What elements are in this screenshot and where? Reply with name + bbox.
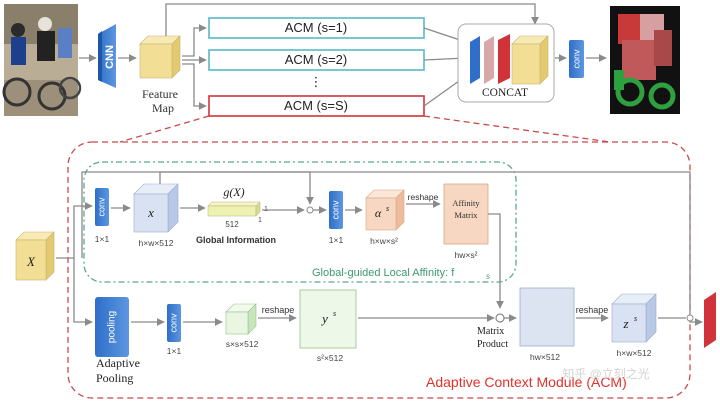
conv1-block: [95, 188, 109, 226]
alpha-sup: s: [386, 204, 389, 213]
z-label: z: [622, 316, 628, 331]
x-cube-label: x: [147, 205, 154, 220]
concat-label: CONCAT: [482, 87, 528, 99]
reshape1-label: reshape: [408, 192, 439, 202]
output-sum-node: [686, 314, 694, 322]
alpha-dim: h×w×s²: [370, 236, 398, 246]
arrow-x-to-sum: [159, 171, 314, 205]
arrow-skip-to-concat: [165, 3, 539, 36]
output-red-block: [704, 292, 716, 348]
ss-dim: s×s×512: [226, 339, 259, 349]
adaptive-pooling-label-2: Pooling: [96, 371, 133, 385]
reshape3-label: reshape: [576, 305, 609, 315]
pooling-label: pooling: [107, 311, 118, 343]
hw-dim: hw×512: [530, 352, 560, 362]
z-sup: s: [634, 314, 637, 323]
cnn-block: [98, 24, 116, 88]
x-input-label: X: [26, 254, 36, 269]
ss-cube: [225, 303, 257, 335]
gx-dim-1b: 1: [258, 217, 262, 224]
adaptive-pooling-label-1: Adaptive: [96, 356, 140, 370]
arrow-to-acm1: [182, 24, 207, 57]
arrow-x-to-conv1: [56, 202, 93, 259]
acm1-label: ACM (s=1): [285, 20, 347, 35]
arrow-affinity-to-product: [488, 213, 504, 309]
hw-matrix: [519, 287, 575, 347]
segmentation-output: [610, 6, 680, 114]
x-input-cube: [15, 231, 55, 281]
matrix-product-node: [495, 313, 505, 323]
pooling-block: [95, 297, 129, 357]
matrix-product-label-2: Product: [477, 339, 508, 350]
x-cube-dim: h×w×512: [139, 238, 174, 248]
conv2-label: conv: [330, 200, 340, 220]
conv1-dim: 1×1: [95, 234, 110, 244]
conv3-block: [167, 304, 181, 342]
top-conv-block: [569, 40, 584, 78]
global-guided-sub: s: [486, 272, 490, 281]
cnn-label: CNN: [104, 45, 116, 69]
global-info-label: Global Information: [196, 235, 276, 245]
conv3-label: conv: [168, 313, 178, 333]
affinity-matrix: [443, 183, 489, 245]
global-guided-border: [83, 161, 517, 283]
y-sup: s: [333, 309, 336, 318]
sum-node: [306, 206, 314, 214]
acm2-label: ACM (s=2): [285, 52, 347, 67]
conv2-block: [329, 191, 343, 229]
z-dim: h×w×512: [617, 348, 652, 358]
input-image: [2, 4, 82, 116]
concat-yellow-cube: [511, 35, 549, 85]
alpha-label: α: [375, 206, 382, 220]
conv2-dim: 1×1: [329, 235, 344, 245]
top-conv-label: conv: [571, 49, 581, 69]
x-feature-cube: [133, 183, 179, 233]
arrow-x-skip: [81, 171, 691, 318]
conv1-label: conv: [96, 197, 106, 217]
affinity-label-1: Affinity: [452, 198, 480, 208]
alpha-cube: [365, 189, 405, 231]
affinity-dim: hw×s²: [455, 250, 478, 260]
conv3-dim: 1×1: [167, 346, 182, 356]
zoom-line-right: [423, 115, 611, 143]
feature-map-cube: [139, 35, 181, 79]
z-cube: [611, 293, 657, 343]
feature-map-label-1: Feature: [142, 87, 178, 101]
reshape2-label: reshape: [262, 305, 295, 315]
arrow-to-acmS: [182, 63, 207, 110]
acmS-label: ACM (s=S): [284, 98, 348, 113]
feature-map-label-2: Map: [152, 101, 174, 115]
y-matrix: [299, 289, 357, 349]
acm-module-title: Adaptive Context Module (ACM): [426, 374, 627, 390]
matrix-product-label-1: Matrix: [477, 326, 504, 337]
arrow-x-to-pooling: [73, 258, 93, 326]
global-guided-label: Global-guided Local Affinity: f: [312, 267, 455, 279]
gx-dim-512: 512: [225, 220, 239, 229]
y-label: y: [320, 311, 328, 326]
watermark: 知乎 @立刻之光: [562, 366, 650, 381]
gx-bar: [207, 201, 261, 217]
zoom-line-left: [119, 115, 210, 143]
gx-label: g(X): [223, 185, 244, 199]
affinity-label-2: Matrix: [454, 210, 478, 220]
y-dim: s²×512: [317, 353, 343, 363]
acm-ellipsis: ⋮: [310, 74, 323, 89]
